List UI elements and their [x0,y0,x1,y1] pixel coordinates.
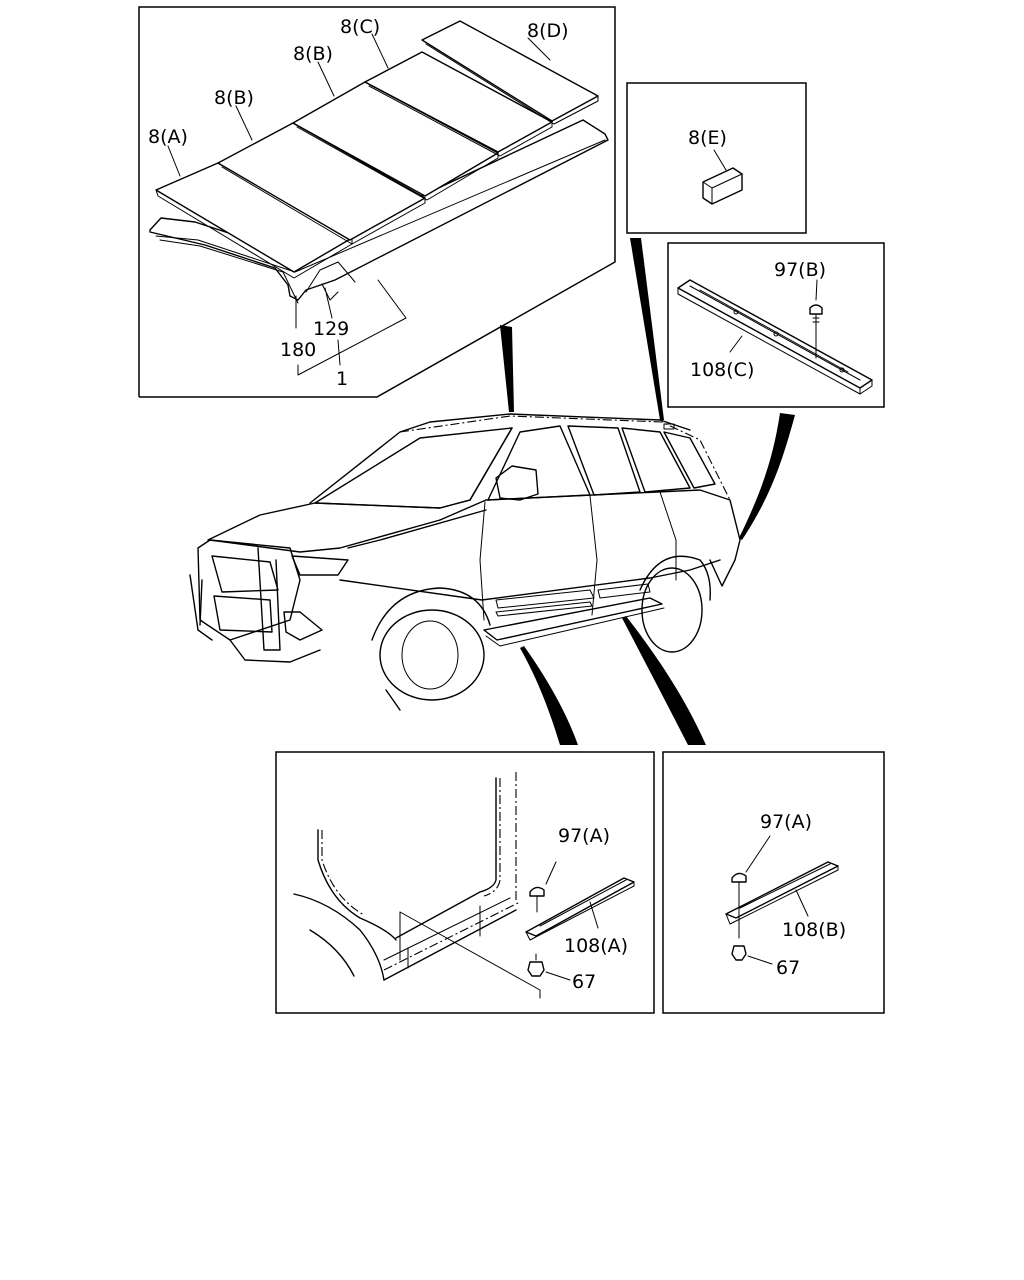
label-8b-front: 8(B) [214,87,254,109]
roof-lining-detail-panel: 8(A) 8(B) 8(B) 8(C) 8(D) 129 180 1 [138,6,616,398]
clip-97a-right-icon [731,872,747,883]
nut-67-left-icon [527,961,545,977]
label-67-left: 67 [572,971,596,993]
side-sill [483,597,663,641]
label-67-right: 67 [776,957,800,979]
sill-108b [725,861,839,919]
rail-108c-detail-panel: 97(B) 108(C) [667,242,885,408]
pointer-rail [739,413,795,540]
vehicle-illustration [189,238,795,745]
label-97b: 97(B) [774,259,826,281]
label-97a-left: 97(A) [558,825,610,847]
label-180: 180 [280,339,316,361]
label-1: 1 [336,368,348,390]
pointer-pad [630,238,664,420]
pointer-sill-rear [622,616,706,745]
label-108a: 108(A) [564,935,628,957]
label-8a: 8(A) [148,126,188,148]
pointer-roof [500,325,514,412]
front-wheel [379,609,485,701]
rail-panel-frame [667,242,885,408]
clip-97b-icon [809,304,823,315]
nut-67-right-icon [731,945,747,961]
label-108b: 108(B) [782,919,846,941]
label-97a-right: 97(A) [760,811,812,833]
pad-8e [702,167,743,205]
label-108c: 108(C) [690,359,754,381]
sill-108a-detail-panel: 97(A) 108(A) 67 [275,751,655,1014]
label-8d: 8(D) [527,20,569,42]
pointer-sill-front [520,646,578,745]
label-8e: 8(E) [688,127,727,149]
clip-97a-left-icon [529,886,545,897]
sill-a-panel-frame [275,751,655,1014]
sill-108a [525,877,635,937]
label-8b-rear: 8(B) [293,43,333,65]
sill-b-panel-frame [662,751,885,1014]
roof-panel-frame [138,6,616,398]
label-8c: 8(C) [340,16,380,38]
pad-panel-frame [626,82,807,234]
rear-wheel [641,567,703,653]
pad-8e-detail-panel: 8(E) [626,82,807,234]
label-129: 129 [313,318,349,340]
sill-108b-detail-panel: 97(A) 108(B) 67 [662,751,885,1014]
